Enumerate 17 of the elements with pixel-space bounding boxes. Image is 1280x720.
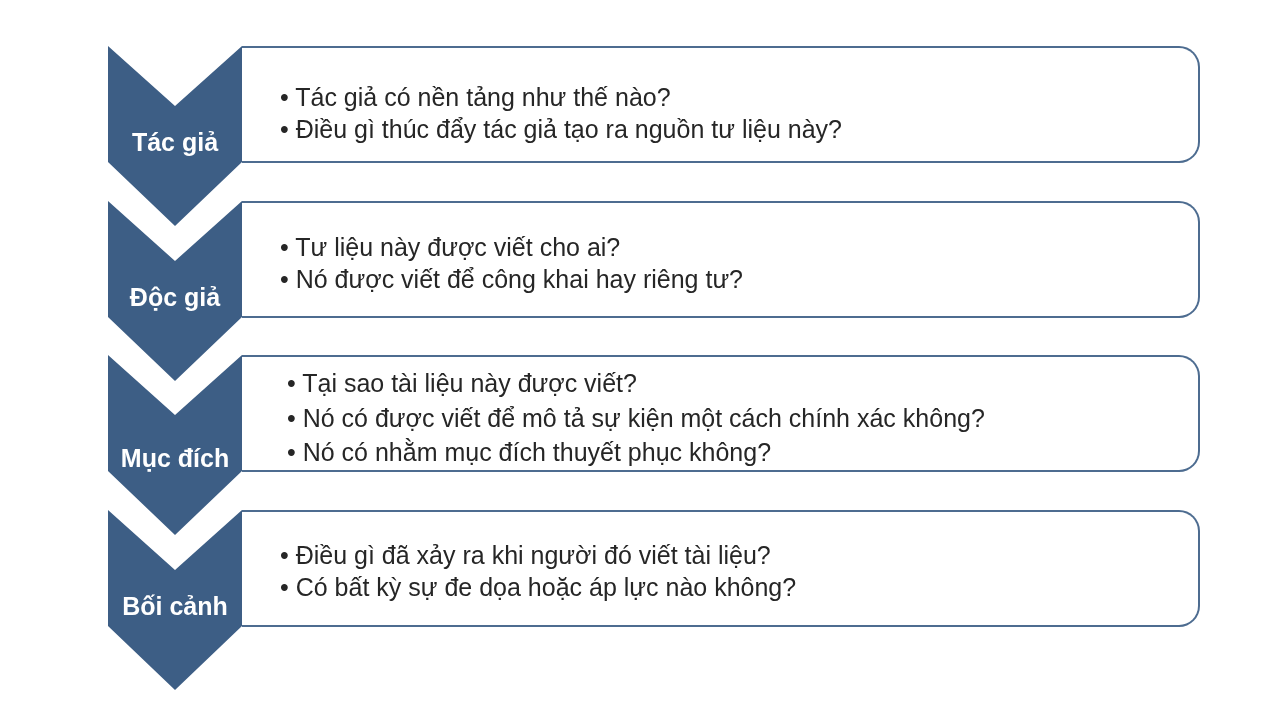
step-label: Độc giả (129, 282, 221, 311)
bullet-question: • Nó có nhằm mục đích thuyết phục không? (287, 437, 772, 469)
bullet-question: • Điều gì đã xảy ra khi người đó viết tài liệu? (280, 539, 771, 571)
bullet-question: • Tư liệu này được viết cho ai? (280, 231, 621, 263)
bullet-question: • Nó được viết để công khai hay riêng tư? (280, 263, 744, 295)
bullet-question: • Có bất kỳ sự đe dọa hoặc áp lực nào không? (280, 571, 797, 603)
question-panel (242, 46, 1200, 163)
step-label: Mục đích (120, 444, 230, 472)
bullet-question: • Điều gì thúc đẩy tác giả tạo ra nguồn tư liệu này? (280, 113, 842, 145)
bullet-question: • Tại sao tài liệu này được viết? (287, 368, 637, 400)
question-panel (242, 355, 1200, 472)
step-label: Tác giả (131, 128, 219, 156)
bullet-question: • Nó có được viết để mô tả sự kiện một cách chính xác không? (287, 402, 985, 434)
bullet-question: • Tác giả có nền tảng như thế nào? (280, 81, 671, 113)
step-label: Bối cảnh (122, 591, 228, 620)
question-panel (242, 509, 1200, 627)
question-panel (242, 200, 1200, 318)
